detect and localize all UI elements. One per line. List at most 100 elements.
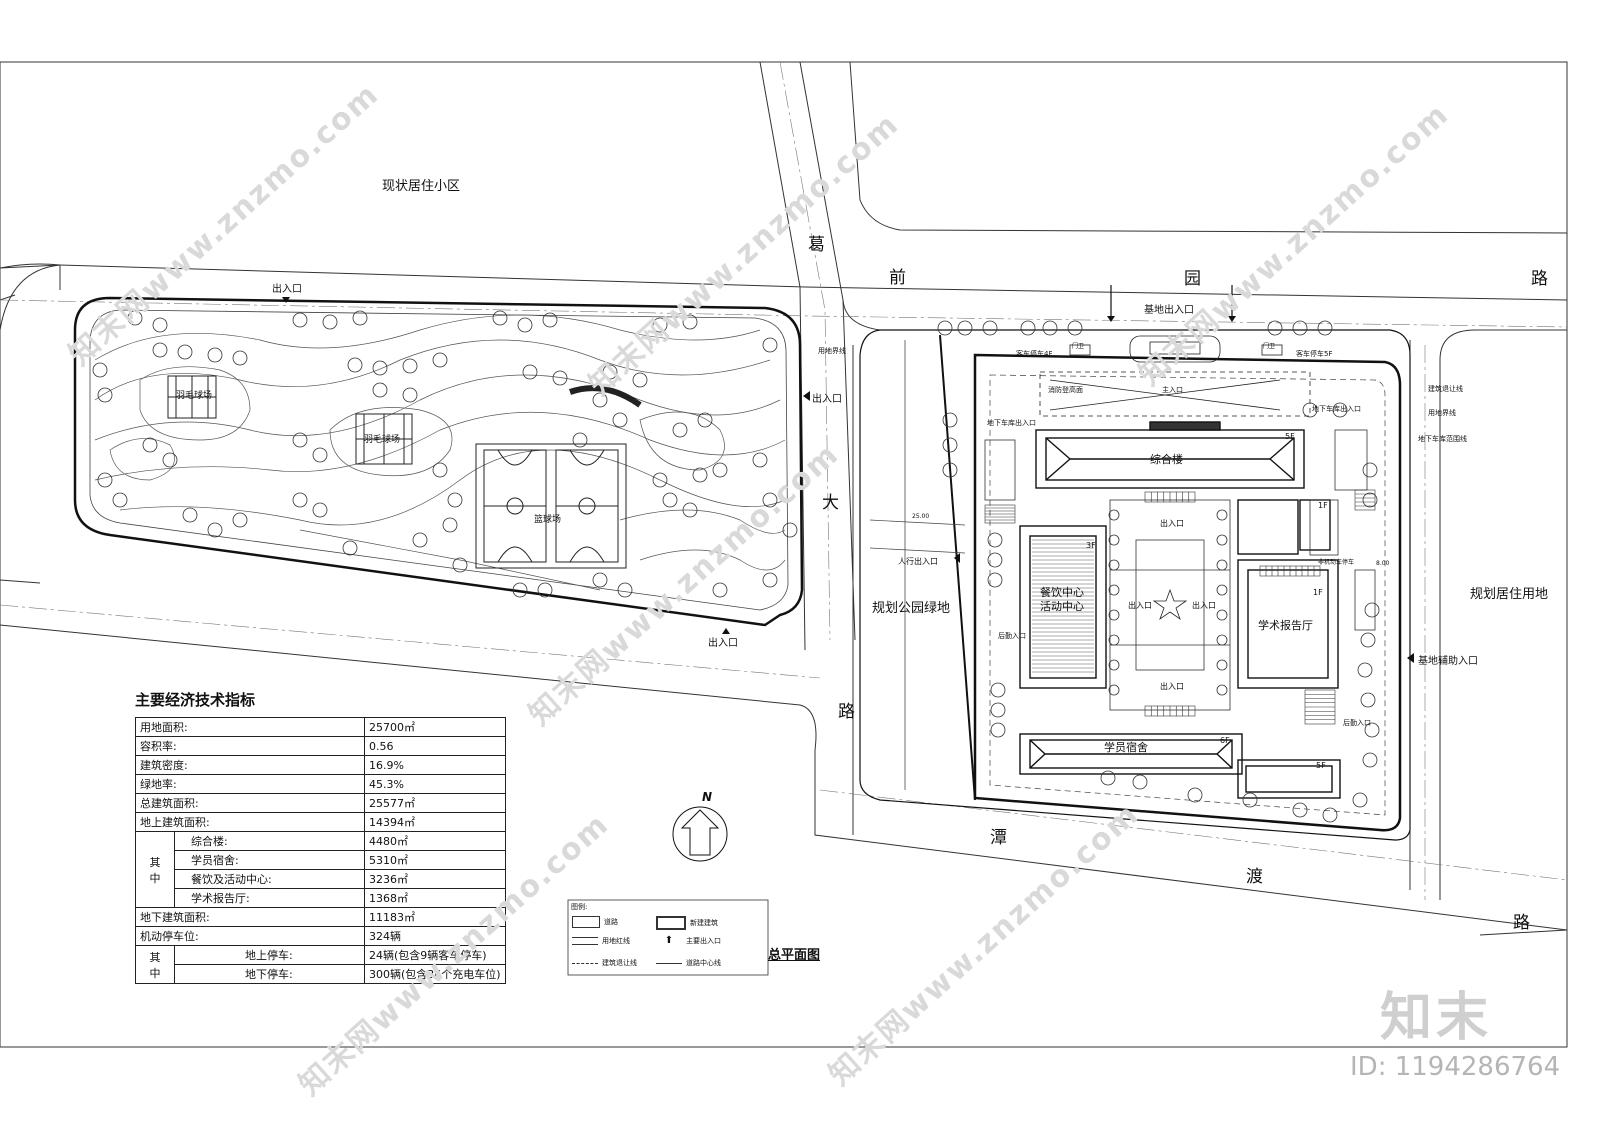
tree-icon [492, 310, 508, 326]
tree-icon [682, 314, 698, 330]
tree-icon [207, 522, 223, 538]
econ-value: 0.56 [364, 736, 506, 756]
campus-main-entrance: 基地出入口 [1144, 305, 1194, 316]
tree-icon [1317, 320, 1333, 336]
planned-park-label: 规划公园绿地 [872, 601, 951, 616]
tree-icon [1360, 692, 1376, 708]
garage-line-label: 地下车库范围线 [1418, 435, 1467, 443]
table-row: 地下停车:300辆(包含36个充电车位) [136, 964, 506, 984]
building-dorm-floors: 6F [1220, 736, 1230, 745]
tree-icon [1322, 807, 1338, 823]
tree-icon [342, 540, 358, 556]
tree-icon [522, 364, 538, 380]
tree-icon [762, 337, 778, 353]
econ-label: 地下停车: [174, 964, 365, 984]
park-badminton-label-2: 羽毛球场 [364, 435, 401, 445]
back-entrance-label: 后勤入口 [998, 632, 1026, 640]
trees [92, 310, 798, 598]
main-gate [1039, 335, 1311, 417]
tree-icon [937, 320, 953, 336]
road-west-char-1: 大 [822, 493, 839, 513]
bus-parking-5: 客车停车5F [1296, 350, 1333, 358]
park-entrance-right: 出入口 [812, 394, 842, 405]
tree-icon [402, 358, 418, 374]
tree-icon [682, 502, 698, 518]
econ-value: 16.9% [364, 755, 506, 775]
campus-pedestrian-entrance: 人行出入口 [898, 557, 938, 566]
tree-icon [1108, 659, 1120, 671]
table-row: 总建筑面积:25577㎡ [135, 793, 506, 813]
road-north-char-2: 前 [889, 268, 906, 288]
tree-icon [1216, 584, 1228, 596]
legend-item: 用地红线 [602, 937, 630, 945]
tree-icon [982, 320, 998, 336]
rear-entrance-east: 后勤入口 [1343, 719, 1371, 727]
park-badminton-label-1: 羽毛球场 [176, 391, 213, 401]
tree-icon [712, 462, 728, 478]
econ-value: 45.3% [364, 774, 506, 794]
econ-value: 14394㎡ [364, 812, 506, 832]
dimension-8: 8.00 [1376, 560, 1390, 567]
tree-icon [1216, 659, 1228, 671]
tree-icon [990, 702, 1006, 718]
econ-label: 餐饮及活动中心: [174, 869, 365, 889]
tree-icon [1067, 320, 1083, 336]
econ-value: 25700㎡ [364, 717, 506, 737]
tree-icon [1242, 792, 1258, 808]
building-small-floors: 1F [1318, 501, 1328, 510]
table-row: 绿地率:45.3% [135, 774, 506, 794]
drawing-title: 总平面图 [768, 948, 821, 963]
badminton-court-1 [167, 375, 217, 419]
tree-icon [1216, 609, 1228, 621]
campus-boundary-label: 用地界线 [1428, 409, 1456, 417]
econ-title: 主要经济技术指标 [135, 691, 256, 709]
tree-icon [1362, 492, 1378, 508]
tree-icon [142, 437, 158, 453]
econ-label: 绿地率: [135, 774, 365, 794]
tree-icon [652, 472, 668, 488]
tree-icon [352, 310, 368, 326]
econ-label: 地上停车: [174, 945, 365, 965]
road-north-char-4: 路 [1531, 269, 1548, 289]
guard-room-2: 门卫 [1263, 343, 1276, 350]
bus-parking-4: 客车停车4F [1016, 350, 1053, 358]
econ-label: 地下建筑面积: [135, 907, 365, 927]
tree-icon [1362, 462, 1378, 478]
fire-lane-label: 消防登高面 [1048, 386, 1083, 394]
tree-icon [1108, 509, 1120, 521]
table-row: 餐饮及活动中心:3236㎡ [136, 869, 506, 889]
legend-redline-swatch [572, 937, 598, 945]
tree-icon [1364, 602, 1380, 618]
tree-icon [1216, 559, 1228, 571]
tree-icon [617, 582, 633, 598]
tree-icon [1360, 632, 1376, 648]
campus-aux-entrance: 基地辅助入口 [1418, 656, 1478, 667]
entrance-arrow-icon: ⬆ [664, 935, 674, 946]
tree-icon [1108, 559, 1120, 571]
tree-icon [517, 317, 533, 333]
tree-icon [990, 722, 1006, 738]
road-south-char-1: 潭 [990, 828, 1007, 848]
tree-icon [292, 492, 308, 508]
tree-icon [652, 317, 668, 333]
road-south-char-3: 路 [1513, 913, 1530, 933]
tree-icon [232, 512, 248, 528]
legend-item: 道路 [604, 918, 618, 926]
tree-icon [942, 437, 958, 453]
tree-icon [372, 382, 388, 398]
tree-icon [1020, 320, 1036, 336]
tree-icon [182, 507, 198, 523]
table-row: 用地面积:25700㎡ [135, 717, 506, 737]
econ-label: 容积率: [135, 736, 365, 756]
tree-icon [612, 412, 628, 428]
tree-icon [1042, 320, 1058, 336]
park-boundary-line-label: 用地界线 [818, 347, 846, 355]
underground-entrance-1: 地下车库出入口 [987, 419, 1036, 427]
tree-icon [97, 472, 113, 488]
tree-icon [207, 347, 223, 363]
legend-building-swatch [656, 916, 686, 930]
tree-icon [942, 462, 958, 478]
tree-icon [402, 387, 418, 403]
econ-label: 综合楼: [174, 831, 365, 851]
tree-icon [1108, 609, 1120, 621]
